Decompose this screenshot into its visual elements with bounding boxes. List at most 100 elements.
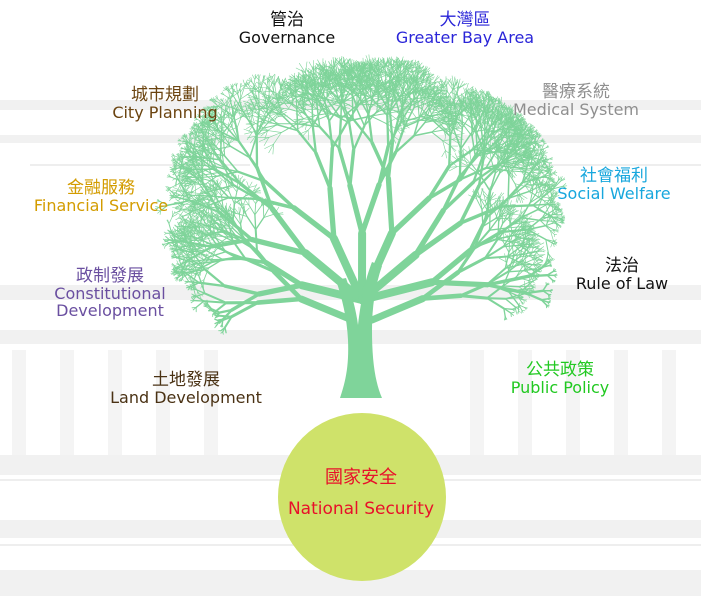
tree-branch — [175, 256, 188, 262]
tree-branch — [222, 100, 227, 108]
tree-branch — [270, 112, 279, 116]
tree-branch — [180, 142, 189, 145]
tree-branch — [201, 215, 205, 222]
tree-branch — [181, 168, 189, 174]
tree-branch — [260, 75, 265, 85]
tree-branch — [329, 88, 339, 103]
tree-branch — [301, 73, 311, 77]
tree-branch — [329, 234, 366, 304]
tree-branch — [254, 135, 256, 145]
tree-branch — [179, 152, 184, 157]
tree-branch — [316, 113, 333, 121]
tree-branch — [284, 97, 294, 105]
tree-branch — [175, 251, 181, 258]
tree-branch — [277, 107, 290, 110]
tree-branch — [300, 104, 309, 109]
tree-branch — [172, 153, 175, 157]
tree-branch — [298, 120, 308, 123]
tree-branch — [328, 146, 335, 191]
tree-branch — [305, 70, 312, 79]
tree-branch — [366, 77, 374, 80]
tree-branch — [216, 137, 232, 147]
tree-branch — [195, 142, 203, 148]
tree-branch — [185, 193, 193, 197]
tree-branch — [317, 104, 332, 114]
tree-branch — [217, 131, 224, 142]
tree-branch — [244, 115, 254, 118]
tree-branch — [178, 164, 185, 166]
tree-branch — [429, 84, 436, 91]
tree-branch — [254, 107, 263, 121]
tree-branch — [196, 218, 203, 230]
tree-branch — [193, 128, 197, 131]
tree-branch — [345, 77, 354, 85]
tree-branch — [205, 139, 215, 142]
tree-branch — [210, 160, 225, 168]
tree-branch — [201, 124, 211, 129]
tree-branch — [168, 216, 173, 225]
tree-branch — [352, 77, 362, 81]
tree-branch — [195, 216, 199, 223]
tree-branch — [174, 165, 178, 167]
tree-branch — [210, 124, 219, 129]
tree-branch — [180, 176, 190, 182]
tree-branch — [184, 146, 190, 155]
tree-branch — [186, 144, 192, 148]
tree-branch — [195, 122, 204, 125]
tree-branch — [407, 77, 412, 85]
tree-branch — [175, 249, 185, 257]
tree-branch — [203, 268, 227, 288]
tree-branch — [295, 121, 306, 124]
tree-branch — [428, 77, 431, 87]
tree-branch — [375, 67, 383, 73]
tree-branch — [171, 214, 178, 218]
tree-branch — [270, 83, 275, 93]
tree-branch — [264, 97, 273, 105]
tree-branch — [269, 75, 275, 86]
tree-branch — [179, 150, 183, 152]
tree-branch — [394, 66, 399, 79]
tree-branch — [164, 245, 166, 249]
tree-branch — [203, 197, 213, 202]
tree-branch — [207, 182, 214, 188]
tree-branch — [210, 152, 226, 157]
tree-branch — [351, 94, 354, 120]
tree-branch — [208, 196, 230, 206]
tree-branch — [231, 127, 240, 142]
tree-branch — [198, 134, 207, 138]
tree-branch — [194, 155, 203, 158]
tree-branch — [192, 124, 197, 126]
tree-branch — [344, 102, 358, 110]
tree-branch — [178, 182, 182, 191]
tree-branch — [172, 262, 175, 266]
tree-branch — [200, 125, 211, 127]
tree-branch — [227, 127, 237, 132]
tree-branch — [403, 106, 415, 128]
tree-branch — [406, 82, 414, 94]
tree-branch — [275, 101, 283, 104]
tree-branch — [192, 133, 200, 137]
tree-branch — [175, 170, 187, 174]
tree-branch — [285, 86, 293, 94]
tree-branch — [382, 82, 389, 89]
tree-branch — [177, 170, 187, 177]
tree-branch — [246, 119, 255, 124]
tree-branch — [198, 202, 209, 208]
tree-branch — [388, 111, 394, 143]
tree-branch — [288, 98, 296, 108]
tree-branch — [213, 136, 226, 141]
tree-branch — [242, 110, 258, 135]
tree-branch — [284, 98, 296, 105]
tree-branch — [216, 170, 239, 177]
tree-branch — [337, 86, 345, 91]
tree-branch — [240, 105, 243, 115]
tree-branch — [312, 90, 322, 93]
tree-branch — [312, 98, 325, 102]
tree-branch — [299, 99, 310, 103]
tree-branch — [255, 120, 267, 124]
tree-branch — [232, 84, 235, 88]
tree-branch — [350, 65, 356, 75]
tree-branch — [197, 125, 200, 131]
tree-branch — [445, 150, 447, 159]
tree-branch — [208, 189, 216, 203]
